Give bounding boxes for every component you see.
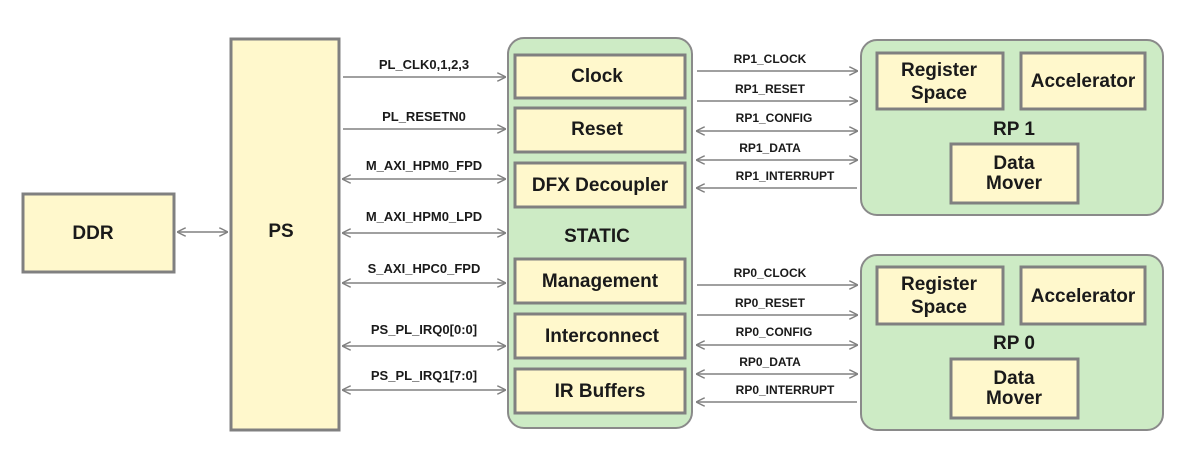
rp0-label: RP 0 bbox=[993, 333, 1035, 354]
rp1-interrupt-label: RP1_INTERRUPT bbox=[736, 169, 835, 183]
rp1-label: RP 1 bbox=[993, 119, 1035, 140]
rp0-signals: RP0_CLOCK RP0_RESET RP0_CONFIG RP0_DATA … bbox=[697, 266, 857, 402]
rp0-region: Register Space Accelerator RP 0 Data Mov… bbox=[860, 254, 1164, 431]
rp1-data-label: RP1_DATA bbox=[739, 141, 801, 155]
s-axi-hpc0-fpd-label: S_AXI_HPC0_FPD bbox=[368, 261, 481, 276]
rp0-data-mover-line2: Mover bbox=[986, 388, 1043, 409]
ps-block: PS bbox=[229, 37, 341, 432]
ddr-block: DDR bbox=[21, 192, 176, 274]
rp0-interrupt-label: RP0_INTERRUPT bbox=[736, 383, 835, 397]
rp1-data-mover-line2: Mover bbox=[986, 173, 1043, 194]
ir-buffers-label: IR Buffers bbox=[555, 381, 646, 402]
rp1-data-mover-line1: Data bbox=[993, 153, 1035, 174]
static-label: STATIC bbox=[564, 226, 630, 247]
pl-clk-label: PL_CLK0,1,2,3 bbox=[379, 57, 469, 72]
rp1-reset-label: RP1_RESET bbox=[735, 82, 806, 96]
rp1-config-label: RP1_CONFIG bbox=[736, 111, 813, 125]
rp0-register-space-block: Register Space bbox=[875, 265, 1005, 326]
rp1-clock-label: RP1_CLOCK bbox=[734, 52, 807, 66]
rp1-data-mover-block: Data Mover bbox=[949, 142, 1080, 205]
rp1-register-space-line2: Space bbox=[911, 83, 967, 104]
management-label: Management bbox=[542, 271, 659, 292]
rp0-config-label: RP0_CONFIG bbox=[736, 325, 813, 339]
ps-label: PS bbox=[268, 221, 293, 242]
rp1-register-space-block: Register Space bbox=[875, 51, 1005, 111]
clock-block: Clock bbox=[513, 53, 687, 100]
rp1-register-space-line1: Register bbox=[901, 60, 978, 81]
rp1-signals: RP1_CLOCK RP1_RESET RP1_CONFIG RP1_DATA … bbox=[697, 52, 857, 188]
ps-pl-irq1-label: PS_PL_IRQ1[7:0] bbox=[371, 368, 477, 383]
interconnect-block: Interconnect bbox=[513, 312, 687, 360]
rp0-accelerator-label: Accelerator bbox=[1031, 286, 1136, 307]
static-region: STATIC Clock Reset DFX Decoupler Managem… bbox=[507, 37, 693, 429]
reset-label: Reset bbox=[571, 119, 623, 140]
rp0-register-space-line2: Space bbox=[911, 297, 967, 318]
m-axi-hpm0-fpd-label: M_AXI_HPM0_FPD bbox=[366, 158, 482, 173]
rp0-data-label: RP0_DATA bbox=[739, 355, 801, 369]
rp1-accelerator-label: Accelerator bbox=[1031, 71, 1136, 92]
ps-signals: PL_CLK0,1,2,3 PL_RESETN0 M_AXI_HPM0_FPD … bbox=[343, 57, 505, 390]
rp1-region: Register Space Accelerator RP 1 Data Mov… bbox=[860, 39, 1164, 216]
rp0-accelerator-block: Accelerator bbox=[1019, 265, 1147, 326]
rp0-data-mover-block: Data Mover bbox=[949, 357, 1080, 420]
rp0-register-space-line1: Register bbox=[901, 274, 978, 295]
rp0-data-mover-line1: Data bbox=[993, 368, 1035, 389]
rp1-accelerator-block: Accelerator bbox=[1019, 51, 1147, 111]
pl-resetn-label: PL_RESETN0 bbox=[382, 109, 466, 124]
management-block: Management bbox=[513, 257, 687, 305]
ps-pl-irq0-label: PS_PL_IRQ0[0:0] bbox=[371, 322, 477, 337]
rp0-clock-label: RP0_CLOCK bbox=[734, 266, 807, 280]
clock-label: Clock bbox=[571, 66, 623, 87]
ir-buffers-block: IR Buffers bbox=[513, 367, 687, 415]
ddr-label: DDR bbox=[72, 223, 113, 244]
interconnect-label: Interconnect bbox=[545, 326, 660, 347]
dfx-decoupler-block: DFX Decoupler bbox=[513, 161, 687, 209]
reset-block: Reset bbox=[513, 106, 687, 154]
dfx-decoupler-label: DFX Decoupler bbox=[532, 175, 669, 196]
m-axi-hpm0-lpd-label: M_AXI_HPM0_LPD bbox=[366, 209, 482, 224]
rp0-reset-label: RP0_RESET bbox=[735, 296, 806, 310]
